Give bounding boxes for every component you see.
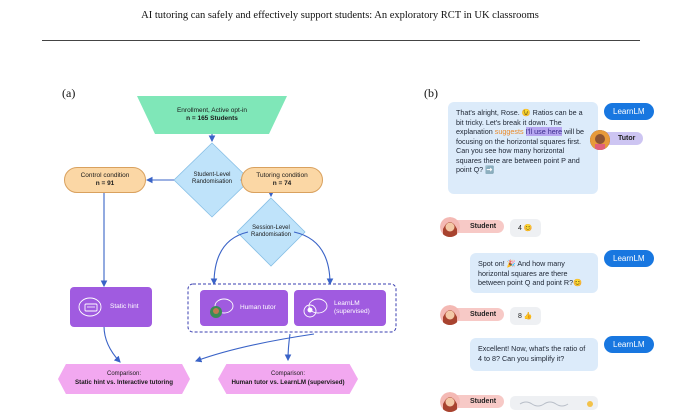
enrollment-count: n = 165 Students (186, 115, 238, 122)
student-tag-2: Student (446, 308, 505, 321)
tutor-message-3: Excellent! Now, what's the ratio of 4 to… (470, 338, 598, 371)
student-avatar-icon (440, 392, 460, 412)
control-condition-label: Control condition (80, 171, 130, 179)
control-condition-count: n = 91 (95, 180, 115, 187)
student-randomisation-label: Student-Level Randomisation (191, 172, 233, 186)
learnlm-tag-2: LearnLM (604, 250, 654, 267)
msg2-part2: And how many horizontal squares are ther… (478, 259, 574, 288)
tutoring-arms-group (187, 283, 397, 333)
student-avatar-icon (440, 217, 460, 237)
enrollment-node: Enrollment, Active opt-in n = 165 Studen… (137, 96, 287, 134)
comparison-right-body: Human tutor vs. LearnLM (supervised) (231, 378, 345, 386)
learnlm-box-label: LearnLM (supervised) (334, 300, 370, 316)
tutor-message-2: Spot on! 🎉 And how many horizontal squar… (470, 253, 598, 293)
arrow-emoji-icon: ➡️ (485, 165, 495, 175)
panel-a-label: (a) (62, 86, 76, 100)
human-tutor-box: Human tutor (200, 290, 288, 326)
learnlm-tag-1: LearnLM (604, 103, 654, 120)
msg1-highlight-suggests: suggests (494, 127, 524, 137)
comparison-left-title: Comparison: (106, 371, 141, 378)
student-avatar-1 (440, 217, 460, 237)
comparison-right-title: Comparison: (270, 371, 305, 378)
comparison-right: Comparison: Human tutor vs. LearnLM (sup… (218, 364, 358, 394)
student-randomisation-diamond (173, 142, 251, 218)
party-emoji-icon: 🎉 (506, 259, 516, 268)
hint-card-icon (78, 297, 102, 317)
msg2-part1: Spot on! (478, 259, 507, 268)
msg1-part1: That's alright, Rose. (456, 108, 522, 117)
scribble-icon (519, 401, 593, 407)
msg1-part2: Ratios can be a bit tricky. Let's break … (456, 108, 583, 137)
msg1-highlight-use-here: I'll use here (525, 127, 563, 137)
student-reply-2: 8 👍 (510, 307, 541, 325)
tutor-avatar (590, 130, 610, 150)
human-tutor-icon (210, 298, 234, 318)
student-avatar-icon (440, 305, 460, 325)
control-condition-node: Control condition n = 91 (64, 167, 146, 193)
tutoring-condition-label: Tutoring condition (256, 171, 308, 179)
static-hint-label: Static hint (110, 302, 139, 310)
human-tutor-label: Human tutor (240, 303, 276, 311)
msg1-part3: will be focusing on the horizontal squar… (456, 127, 585, 175)
enrollment-label: Enrollment, Active opt-in (176, 106, 248, 114)
static-hint-box: Static hint (70, 287, 152, 327)
learnlm-icon (303, 298, 328, 318)
session-randomisation-diamond (236, 197, 306, 267)
student-avatar-3 (440, 392, 460, 412)
learnlm-box: LearnLM (supervised) (294, 290, 386, 326)
comparison-left-body: Static hint vs. Interactive tutoring (75, 378, 173, 386)
running-head-rule (42, 40, 640, 41)
student-reply-1: 4 😊 (510, 219, 541, 237)
student-tag-3: Student (446, 395, 505, 408)
smile-emoji-icon: 😊 (573, 278, 583, 288)
comparison-left: Comparison: Static hint vs. Interactive … (58, 364, 190, 394)
learnlm-box-line1: LearnLM (334, 299, 360, 307)
learnlm-box-line2: (supervised) (334, 308, 370, 315)
student-avatar-2 (440, 305, 460, 325)
tutoring-condition-node: Tutoring condition n = 74 (241, 167, 323, 193)
panel-b-label: (b) (424, 86, 438, 100)
tutor-avatar-icon (590, 130, 610, 150)
running-head: AI tutoring can safely and effectively s… (141, 10, 539, 21)
session-randomisation-label: Session-Level Randomisation (250, 225, 292, 239)
wink-emoji-icon: 😉 (521, 108, 531, 117)
student-reply-3-partial (510, 396, 598, 410)
student-tag-1: Student (446, 220, 505, 233)
learnlm-tag-3: LearnLM (604, 336, 654, 353)
tutor-message-1: That's alright, Rose. 😉 Ratios can be a … (448, 102, 598, 194)
tutoring-condition-count: n = 74 (272, 180, 292, 187)
